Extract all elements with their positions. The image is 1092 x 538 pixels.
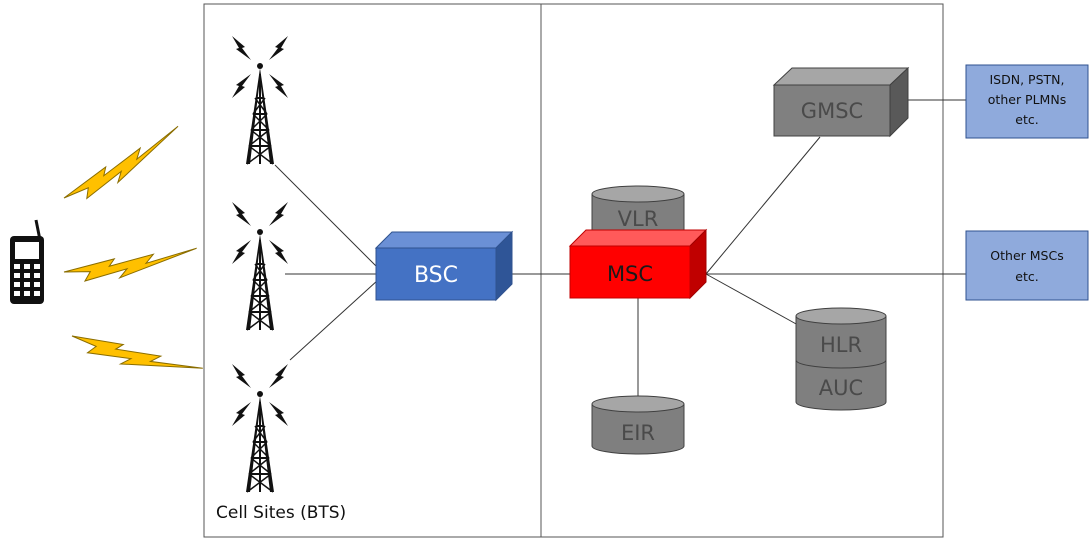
gmsc-node: GMSC — [772, 66, 910, 138]
other-mscs-line-2: etc. — [1015, 269, 1038, 284]
external-networks-line-3: etc. — [1015, 112, 1038, 127]
hlr-auc-database: HLR AUC — [795, 307, 887, 411]
connections — [274, 99, 966, 400]
core-network-region — [540, 3, 944, 538]
msc-node: MSC — [568, 228, 708, 300]
external-networks-line-2: other PLMNs — [988, 92, 1066, 107]
hlr-label: HLR — [820, 333, 862, 357]
eir-database: EIR — [591, 395, 685, 455]
link-bts1-bsc — [274, 164, 379, 269]
cell-tower-icon-3 — [231, 363, 289, 493]
other-mscs-line-1: Other MSCs — [990, 248, 1063, 263]
vlr-database: VLR — [591, 185, 685, 241]
auc-label: AUC — [819, 376, 863, 400]
vlr-label: VLR — [618, 207, 659, 231]
other-mscs-box: Other MSCs etc. — [965, 230, 1089, 301]
bsc-node: BSC — [374, 230, 514, 302]
gmsc-label: GMSC — [801, 99, 863, 123]
mobile-phone-icon — [10, 219, 44, 304]
bsc-label: BSC — [414, 263, 458, 288]
link-msc-hlr — [705, 273, 799, 326]
msc-label: MSC — [607, 262, 653, 286]
external-networks-box: ISDN, PSTN, other PLMNs etc. — [965, 64, 1089, 139]
lightning-bolt-icon-middle — [62, 229, 198, 297]
cell-tower-icon-2 — [231, 201, 289, 331]
link-bts3-bsc — [289, 279, 379, 361]
lightning-bolt-icon-bottom — [68, 299, 204, 410]
cell-sites-label: Cell Sites (BTS) — [216, 503, 346, 523]
lightning-bolt-icon-top — [53, 125, 191, 205]
external-networks-line-1: ISDN, PSTN, — [990, 72, 1065, 87]
cell-tower-icon-1 — [231, 35, 289, 165]
link-msc-gmsc — [705, 136, 821, 275]
eir-label: EIR — [621, 421, 655, 445]
